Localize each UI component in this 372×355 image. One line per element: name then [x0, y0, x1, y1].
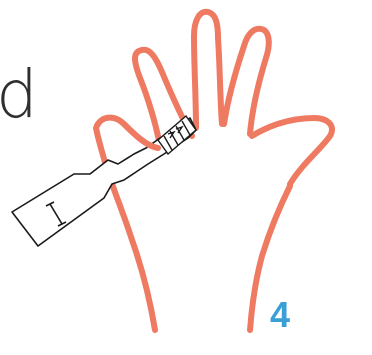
step-number: 4: [270, 297, 290, 333]
finger-band-icon: [158, 116, 196, 154]
finger-overlap-stroke: [124, 124, 158, 148]
